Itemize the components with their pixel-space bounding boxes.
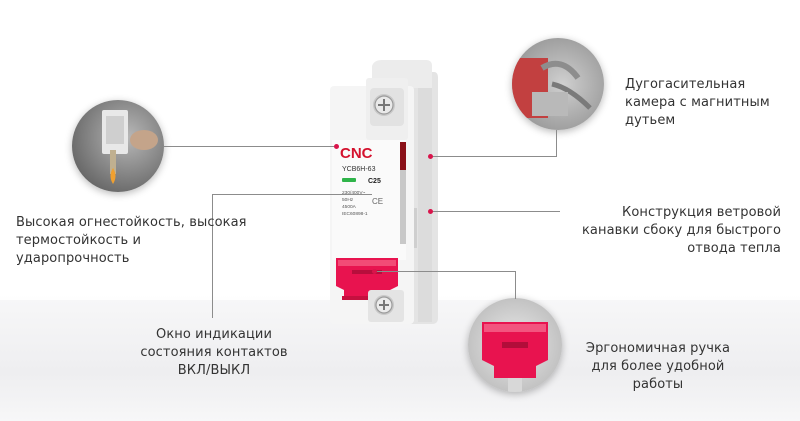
svg-text:CE: CE (372, 197, 383, 206)
leader-line-arc-v (556, 130, 557, 156)
callout-ergonomic-handle: Эргономичная ручка для более удобной раб… (585, 341, 731, 392)
leader-line-heat (164, 146, 336, 147)
callout-indicator-window: Окно индикации состояния контактов ВКЛ/В… (140, 327, 288, 378)
handle-closeup-icon (482, 322, 548, 392)
leader-line-indicator-v (212, 194, 213, 318)
svg-text:IEC60898-1: IEC60898-1 (342, 211, 368, 217)
model-text: YCB6H-63 (342, 166, 376, 173)
zoom-circle-arc-chamber (512, 38, 604, 130)
callout-heat-resistance: Высокая огнестойкость, высокая термостой… (16, 215, 247, 266)
callout-arc-chamber: Дугогасительная камера с магнитным дутье… (625, 77, 770, 128)
svg-text:230/400V~: 230/400V~ (342, 190, 366, 196)
red-handle (336, 258, 398, 296)
zoom-circle-handle (468, 298, 562, 392)
leader-line-handle-h (376, 271, 516, 272)
leader-line-handle-v (515, 271, 516, 299)
brand-logo: CNC (340, 145, 373, 162)
flame-test-icon (102, 110, 158, 184)
indicator-window (342, 178, 356, 182)
marker-dot-heat (334, 144, 339, 149)
zoom-circle-heat (72, 100, 164, 192)
circuit-breaker-product: CNC YCB6H-63 C25 230/400V~ 50Hz 4500A IE… (330, 60, 438, 324)
callout-air-groove: Конструкция ветровой канавки сбоку для б… (581, 205, 781, 256)
marker-dot-arc (428, 154, 433, 159)
marker-dot-handle (372, 269, 377, 274)
svg-text:C25: C25 (368, 178, 381, 185)
svg-text:4500A: 4500A (342, 204, 357, 210)
leader-line-groove (432, 211, 560, 212)
marker-dot-groove (428, 209, 433, 214)
leader-line-indicator-h (212, 194, 372, 195)
leader-line-arc-h (432, 156, 557, 157)
svg-text:50Hz: 50Hz (342, 197, 354, 203)
arc-chamber-icon (512, 58, 592, 118)
